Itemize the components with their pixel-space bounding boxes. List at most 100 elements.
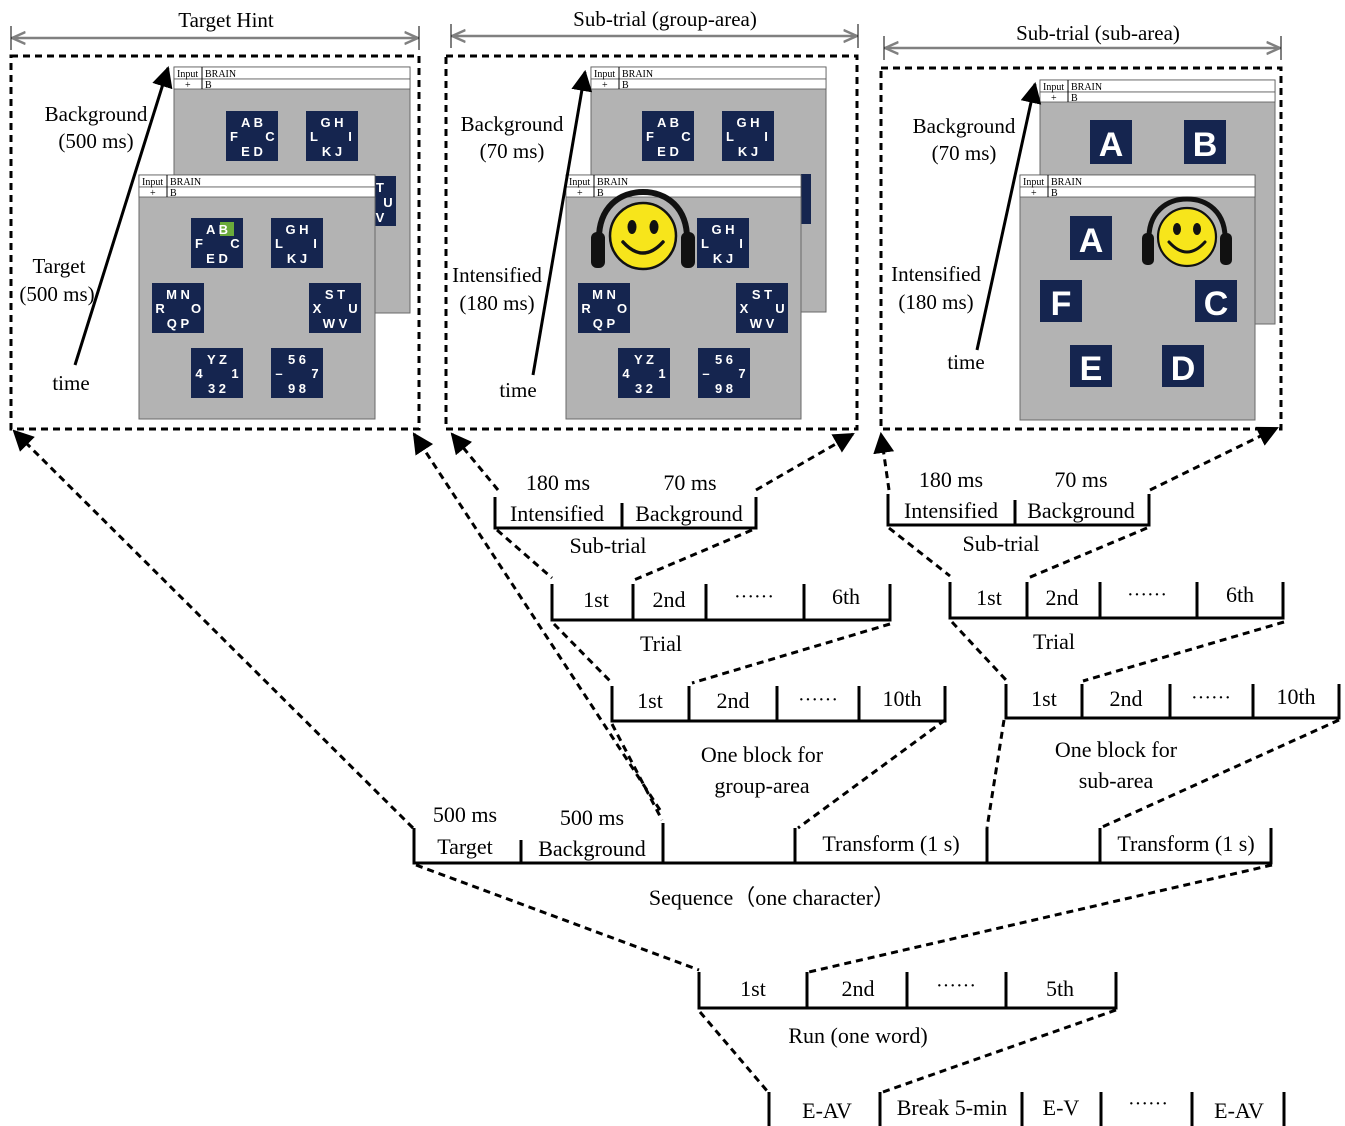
background-label: Background: [45, 102, 148, 126]
group-tile-yz1234: Y Z 4 1 3 2: [191, 348, 243, 398]
svg-text:S T: S T: [325, 287, 345, 302]
svg-text:Y Z: Y Z: [207, 352, 227, 367]
time-arrow: [531, 69, 593, 376]
trial-cell-ellipsis: ······: [734, 586, 774, 608]
svg-text:B: B: [1193, 126, 1218, 164]
subtrial-time-background: 70 ms: [663, 470, 716, 495]
svg-text:I: I: [739, 236, 743, 251]
intensified-time: (180 ms): [459, 291, 534, 315]
block-cell-10th: 10th: [1276, 684, 1315, 709]
session-timeline: E-AV Break 5-min E-V ······ E-AV: [767, 1092, 1286, 1126]
svg-text:K J: K J: [322, 144, 342, 159]
svg-text:9 8: 9 8: [715, 381, 733, 396]
svg-text:BRAIN: BRAIN: [170, 177, 201, 188]
svg-text:BRAIN: BRAIN: [1071, 82, 1102, 93]
svg-text:B: B: [597, 188, 604, 199]
target-time: (500 ms): [19, 282, 94, 306]
time-label: time: [947, 350, 984, 374]
svg-text:C: C: [230, 236, 240, 251]
group-tile-digits: 5 6 – 7 9 8: [271, 348, 323, 398]
svg-text:Input: Input: [142, 177, 163, 188]
svg-text:C: C: [1204, 285, 1229, 323]
svg-text:I: I: [348, 129, 352, 144]
subtrial-background: Background: [635, 501, 743, 526]
svg-text:7: 7: [738, 366, 745, 381]
svg-text:BRAIN: BRAIN: [622, 69, 653, 80]
run-timeline: 1st 2nd ······ 5th Run (one word): [697, 972, 1118, 1048]
sequence-target: Target: [437, 834, 492, 859]
block-caption-line2: group-area: [714, 773, 810, 798]
trial-timeline-right: 1st 2nd ······ 6th Trial: [948, 582, 1285, 654]
input-label: Input: [177, 69, 198, 80]
svg-text:3 2: 3 2: [208, 381, 226, 396]
svg-text:7: 7: [311, 366, 318, 381]
svg-text:L: L: [726, 129, 734, 144]
svg-text:A: A: [1099, 126, 1124, 164]
svg-text:A B: A B: [241, 115, 263, 130]
letter-tile-e: E: [1070, 345, 1112, 388]
smiley-headphones-icon: [591, 188, 695, 271]
sequence-time-background: 500 ms: [560, 805, 624, 830]
intensified-screen: Input BRAIN + B A F: [1019, 174, 1256, 421]
group-tile-abcdef: A B F C E D: [642, 111, 694, 161]
subtrial-time-intensified: 180 ms: [526, 470, 590, 495]
svg-text:O: O: [617, 301, 627, 316]
sequence-caption: Sequence（one character）: [649, 885, 895, 910]
svg-text:F: F: [230, 129, 238, 144]
background-label: Background: [913, 114, 1016, 138]
svg-text:1: 1: [231, 366, 238, 381]
subtrial-time-background: 70 ms: [1054, 467, 1107, 492]
subtrial-caption: Sub-trial: [963, 531, 1040, 556]
background-time: (70 ms): [480, 139, 545, 163]
block-cell-ellipsis: ······: [798, 689, 838, 711]
svg-text:G H: G H: [736, 115, 759, 130]
svg-text:V: V: [376, 210, 385, 225]
svg-text:G H: G H: [285, 222, 308, 237]
svg-text:–: –: [702, 366, 709, 381]
svg-text:BRAIN: BRAIN: [1051, 177, 1082, 188]
time-label: time: [52, 371, 89, 395]
time-arrow: [975, 81, 1042, 351]
svg-text:C: C: [265, 129, 275, 144]
connector-arrows: [12, 426, 1340, 1094]
group-tile-ghijkl: G H L I K J: [722, 111, 774, 161]
subtrial-caption: Sub-trial: [570, 533, 647, 558]
trial-cell-6th: 6th: [1226, 582, 1254, 607]
svg-text:Input: Input: [1023, 177, 1044, 188]
target-label: Target: [33, 254, 86, 278]
svg-text:X: X: [313, 301, 322, 316]
sequence-background: Background: [538, 836, 646, 861]
letter-tile-d: D: [1162, 345, 1204, 388]
group-tile-yz1234: Y Z 4 1 3 2: [618, 348, 670, 398]
svg-text:1: 1: [658, 366, 665, 381]
run-cell-1st: 1st: [740, 976, 766, 1001]
trial-cell-1st: 1st: [976, 585, 1002, 610]
svg-text:Input: Input: [1043, 82, 1064, 93]
session-cell-e-av-last: E-AV: [1214, 1098, 1264, 1123]
group-tile-digits: 5 6 – 7 9 8: [698, 348, 750, 398]
group-tile-abcdef-target: A B F C E D: [191, 218, 243, 268]
svg-text:E D: E D: [657, 144, 679, 159]
sequence-transform-1: Transform (1 s): [822, 831, 959, 856]
block-cell-2nd: 2nd: [717, 688, 750, 713]
group-tile-mnopqr: M N R O Q P: [152, 283, 204, 333]
svg-text:B: B: [1051, 188, 1058, 199]
group-area-panel: Input BRAIN + B A B F C E D G H L I K J: [444, 54, 859, 431]
smiley-headphones-icon: [1142, 196, 1232, 268]
svg-text:G H: G H: [320, 115, 343, 130]
svg-text:I: I: [764, 129, 768, 144]
svg-text:L: L: [701, 236, 709, 251]
subtrial-background: Background: [1027, 498, 1135, 523]
letter-tile-a: [1090, 120, 1132, 164]
block-cell-2nd: 2nd: [1110, 686, 1143, 711]
background-time: (500 ms): [58, 129, 133, 153]
svg-text:X: X: [740, 301, 749, 316]
svg-text:4: 4: [195, 366, 203, 381]
input-value: BRAIN: [205, 69, 236, 80]
session-cell-e-v: E-V: [1043, 1095, 1080, 1120]
svg-text:I: I: [313, 236, 317, 251]
group-tile-stuvwx: S T X U W V: [309, 283, 361, 333]
svg-text:O: O: [191, 301, 201, 316]
panel-title-target-hint: Target Hint: [11, 8, 420, 50]
